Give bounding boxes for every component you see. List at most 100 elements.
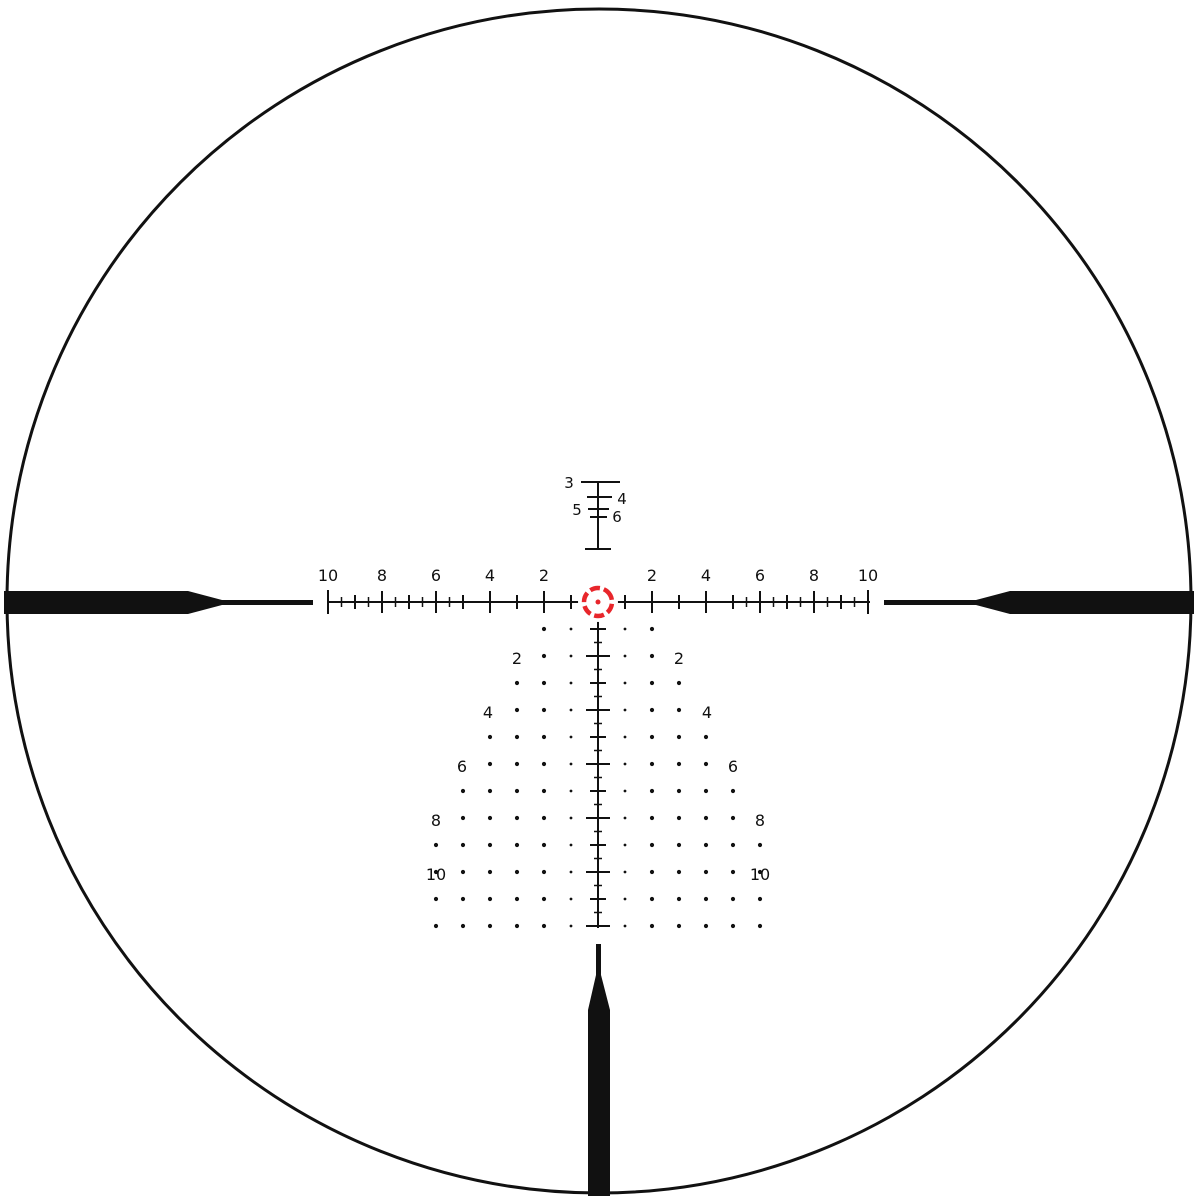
holdover-dot xyxy=(676,788,682,794)
holdover-dot xyxy=(569,897,573,901)
holdover-dot xyxy=(703,734,709,740)
holdover-dot xyxy=(541,842,547,848)
holdover-dot xyxy=(514,734,520,740)
holdover-dot xyxy=(676,896,682,902)
center-dashed-circle xyxy=(581,585,615,619)
bottom-post xyxy=(588,944,610,1196)
holdover-dot xyxy=(730,788,736,794)
holdover-dot xyxy=(569,627,573,631)
holdover-dot xyxy=(623,708,627,712)
holdover-dot xyxy=(757,896,763,902)
holdover-dot xyxy=(569,681,573,685)
holdover-dot xyxy=(649,896,655,902)
holdover-dot xyxy=(730,842,736,848)
windage-label-right-8: 8 xyxy=(809,566,819,585)
holdover-dot xyxy=(541,788,547,794)
holdover-dot xyxy=(703,896,709,902)
holdover-dot xyxy=(514,842,520,848)
holdover-dot xyxy=(460,869,466,875)
center-aim-dot xyxy=(595,599,601,605)
holdover-dot xyxy=(676,680,682,686)
holdover-dot xyxy=(569,816,573,820)
holdover-dot xyxy=(649,869,655,875)
elevation-label-left-2: 2 xyxy=(512,649,522,668)
holdover-dot xyxy=(569,789,573,793)
windage-label-right-2: 2 xyxy=(647,566,657,585)
holdover-dot xyxy=(514,788,520,794)
reticle-posts xyxy=(4,591,1194,1196)
holdover-dot xyxy=(649,842,655,848)
holdover-dot xyxy=(730,869,736,875)
holdover-dot xyxy=(649,626,655,632)
holdover-dot xyxy=(676,869,682,875)
holdover-dot xyxy=(487,788,493,794)
holdover-dot xyxy=(649,707,655,713)
holdover-dot xyxy=(460,788,466,794)
windage-labels-left: 10 8 6 4 2 xyxy=(318,566,549,585)
windage-label-left-4: 4 xyxy=(485,566,495,585)
holdover-dot xyxy=(514,923,520,929)
holdover-dot xyxy=(649,815,655,821)
holdover-dot xyxy=(514,680,520,686)
holdover-dot xyxy=(541,896,547,902)
holdover-dot xyxy=(649,788,655,794)
holdover-dot xyxy=(487,761,493,767)
holdover-dot xyxy=(541,869,547,875)
holdover-dot xyxy=(541,923,547,929)
holdover-dot xyxy=(541,626,547,632)
holdover-dot xyxy=(487,869,493,875)
ranging-label-3: 3 xyxy=(564,474,574,492)
holdover-dot xyxy=(703,788,709,794)
holdover-dot xyxy=(433,896,439,902)
holdover-dot xyxy=(730,815,736,821)
holdover-dot xyxy=(569,654,573,658)
holdover-dot xyxy=(623,843,627,847)
windage-label-left-10: 10 xyxy=(318,566,338,585)
windage-label-left-8: 8 xyxy=(377,566,387,585)
holdover-dot xyxy=(703,815,709,821)
holdover-dot xyxy=(514,869,520,875)
right-post xyxy=(884,591,1194,614)
elevation-labels-left: 2 4 6 8 10 xyxy=(426,649,522,884)
holdover-dot xyxy=(676,815,682,821)
holdover-dot xyxy=(649,761,655,767)
holdover-dot xyxy=(433,923,439,929)
windage-labels-right: 2 4 6 8 10 xyxy=(647,566,878,585)
holdover-dot xyxy=(569,708,573,712)
holdover-dot xyxy=(676,923,682,929)
holdover-dot xyxy=(623,681,627,685)
ranging-bracket xyxy=(581,481,620,550)
elevation-ticks xyxy=(586,614,610,927)
ranging-label-4: 4 xyxy=(617,490,627,508)
holdover-dot xyxy=(487,923,493,929)
holdover-dot xyxy=(649,734,655,740)
holdover-dot xyxy=(623,816,627,820)
holdover-dot xyxy=(676,734,682,740)
elevation-label-left-8: 8 xyxy=(431,811,441,830)
holdover-dot xyxy=(514,761,520,767)
holdover-dot xyxy=(514,815,520,821)
ranging-labels: 3 4 5 6 xyxy=(564,474,627,526)
holdover-dot xyxy=(649,680,655,686)
elevation-label-right-2: 2 xyxy=(674,649,684,668)
elevation-labels-right: 2 4 6 8 10 xyxy=(674,649,770,884)
holdover-dot xyxy=(541,707,547,713)
windage-ticks xyxy=(327,590,869,614)
illuminated-center xyxy=(578,582,618,622)
holdover-dot xyxy=(623,924,627,928)
windage-label-right-4: 4 xyxy=(701,566,711,585)
holdover-dot xyxy=(541,734,547,740)
holdover-dot xyxy=(460,842,466,848)
holdover-dot xyxy=(649,923,655,929)
holdover-dot xyxy=(730,923,736,929)
holdover-dot-tree xyxy=(433,626,763,929)
holdover-dot xyxy=(541,653,547,659)
windage-label-right-6: 6 xyxy=(755,566,765,585)
elevation-label-right-4: 4 xyxy=(702,703,712,722)
holdover-dot xyxy=(487,842,493,848)
left-post xyxy=(4,591,313,614)
holdover-dot xyxy=(703,842,709,848)
holdover-dot xyxy=(676,842,682,848)
windage-label-left-6: 6 xyxy=(431,566,441,585)
holdover-dot xyxy=(541,815,547,821)
